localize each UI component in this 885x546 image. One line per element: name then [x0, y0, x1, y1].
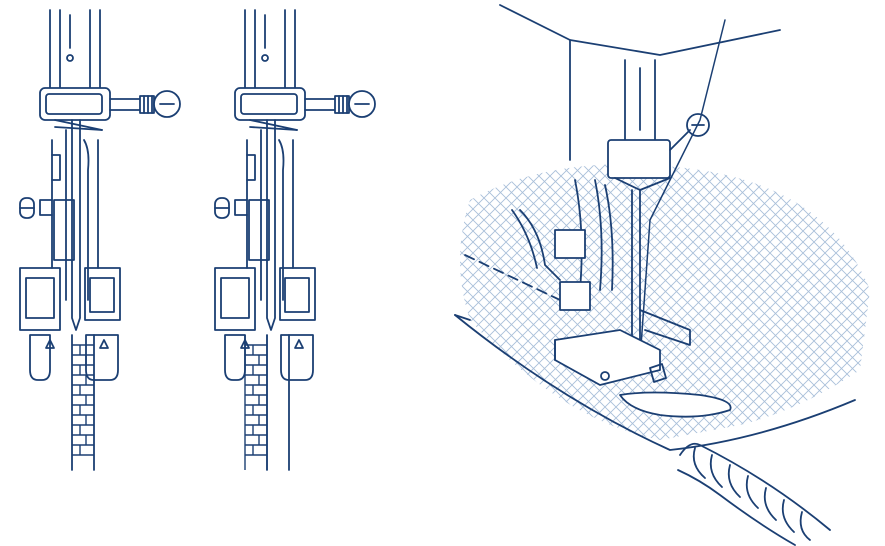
thread	[639, 19, 726, 361]
zipper-foot-left-panel	[19, 9, 181, 471]
stitch-guide-line	[464, 254, 561, 301]
fabric-edge	[454, 314, 856, 451]
zipper-teeth	[244, 335, 268, 470]
cord-piping	[677, 442, 831, 546]
zipper-teeth	[72, 344, 94, 456]
zipper-foot-right-panel	[214, 9, 376, 471]
cording-foot-panel	[454, 4, 870, 546]
machine-head-outline	[499, 4, 781, 56]
